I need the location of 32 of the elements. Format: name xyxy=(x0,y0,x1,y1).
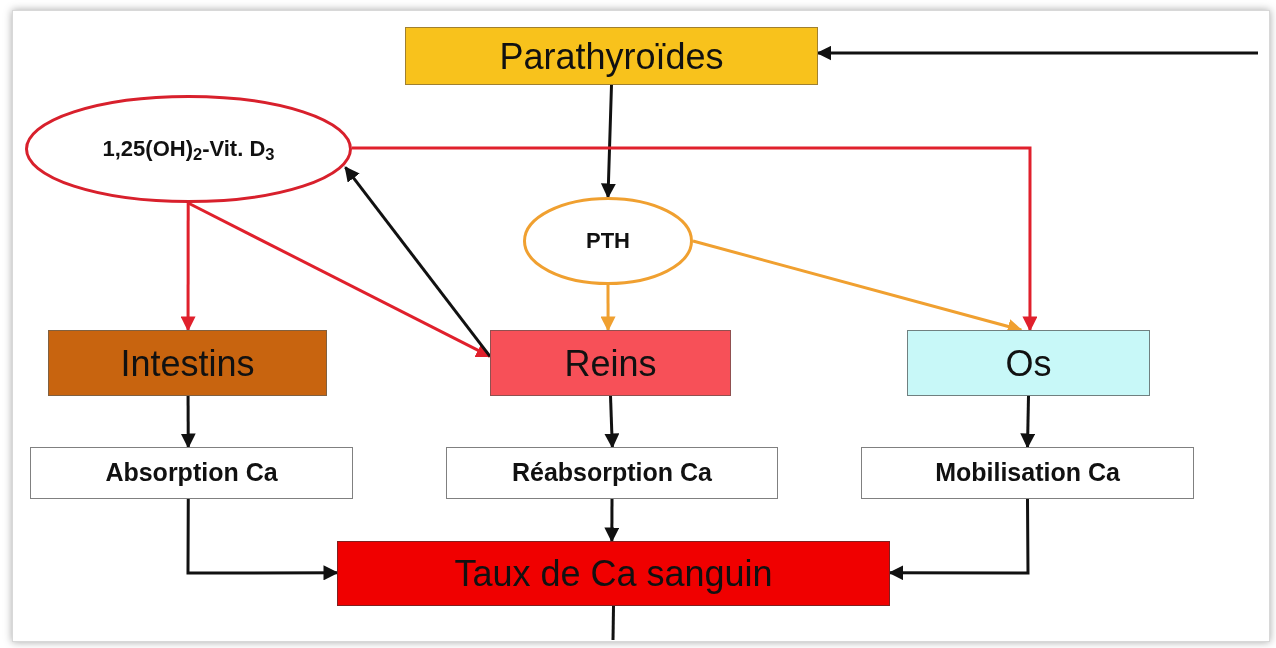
process-box xyxy=(405,27,818,85)
process-box xyxy=(446,447,778,499)
arrow xyxy=(180,396,196,449)
hormone-ellipse xyxy=(523,197,693,285)
arrow xyxy=(604,499,620,543)
arrow xyxy=(600,285,616,332)
hormone-ellipse xyxy=(25,95,352,203)
organ-box xyxy=(490,330,731,396)
arrow xyxy=(600,84,616,199)
arrow xyxy=(816,45,1258,61)
arrow xyxy=(604,395,620,449)
arrow xyxy=(1020,395,1036,449)
result-box xyxy=(337,541,890,606)
node-label: Intestins xyxy=(120,341,255,386)
node-label: Parathyroïdes xyxy=(499,34,724,79)
process-box xyxy=(30,447,353,499)
organ-box xyxy=(48,330,327,396)
organ-box xyxy=(907,330,1150,396)
node-label: Absorption Ca xyxy=(105,457,278,489)
node-label: 1,25(OH)$_{2}$-Vit. D$_{3}$ xyxy=(102,135,275,163)
arrow xyxy=(888,499,1030,581)
process-box xyxy=(861,447,1194,499)
node-label: Reins xyxy=(564,341,657,386)
node-label: Taux de Ca sanguin xyxy=(454,552,773,596)
arrow xyxy=(344,166,492,358)
node-label: Réabsorption Ca xyxy=(512,457,712,489)
arrow xyxy=(186,499,339,581)
arrow xyxy=(180,203,196,332)
node-label: Os xyxy=(1005,341,1052,386)
arrow xyxy=(352,146,1038,332)
node-label: Mobilisation Ca xyxy=(935,457,1120,489)
node-label: PTH xyxy=(586,227,630,255)
